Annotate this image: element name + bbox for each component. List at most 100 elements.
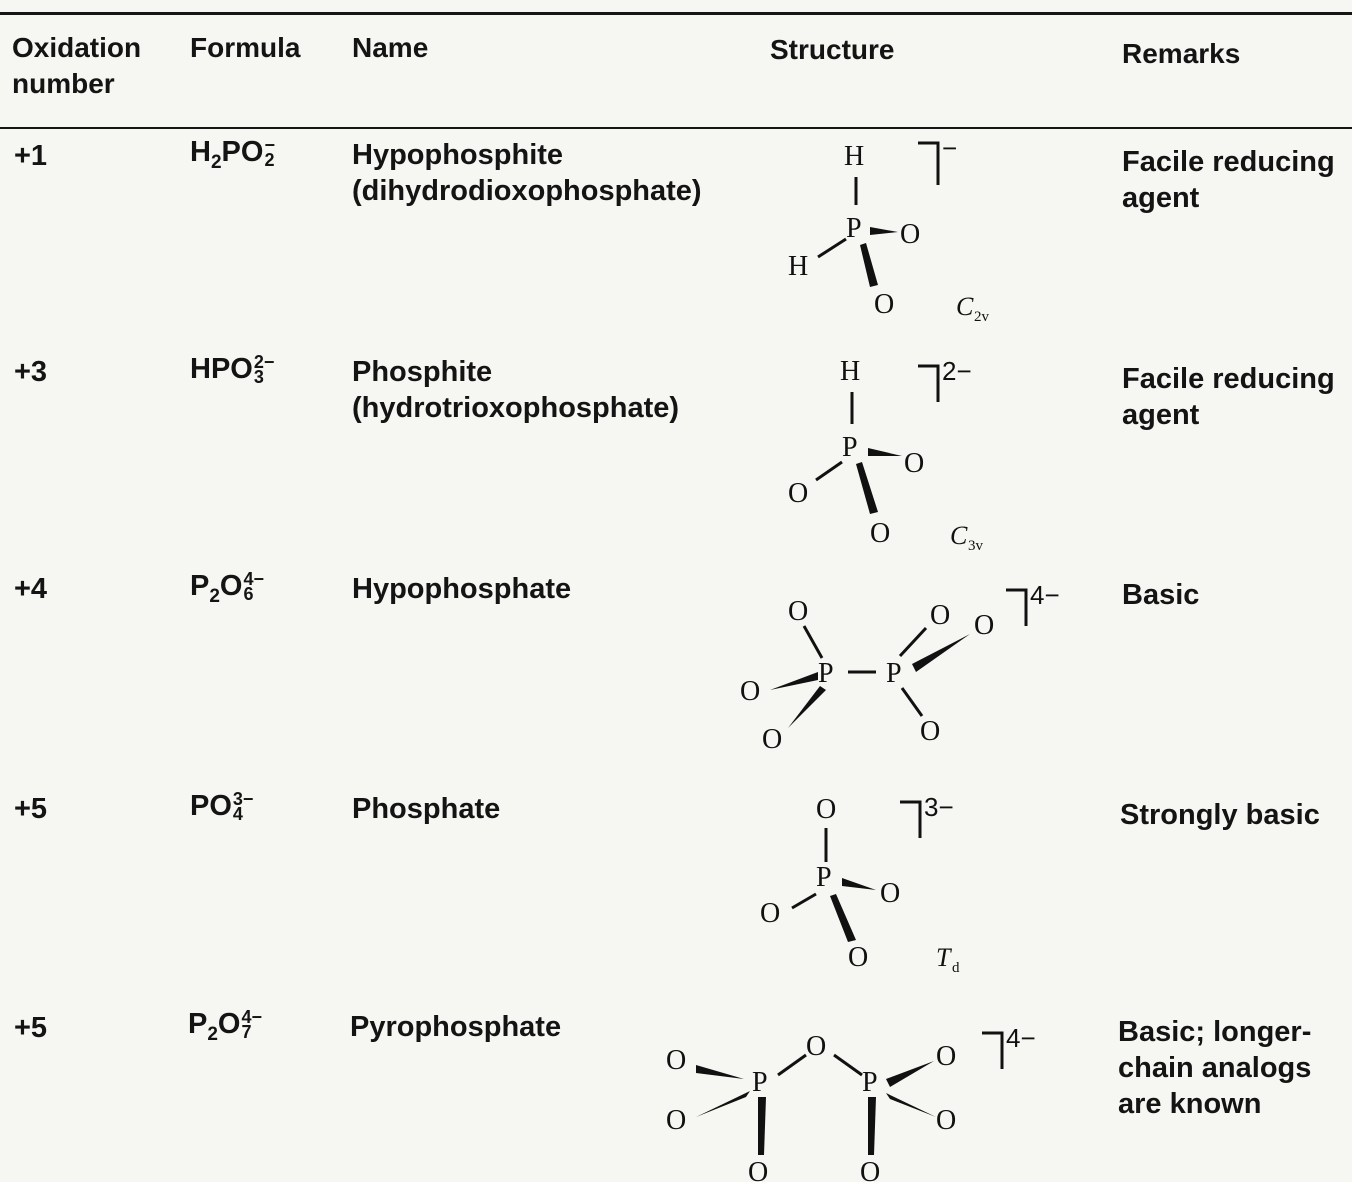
- row1-formula-h: H: [190, 136, 211, 168]
- atom-o: O: [874, 289, 894, 320]
- atom-o: O: [762, 724, 782, 755]
- row2-name-line2: (hydrotrioxophosphate): [352, 392, 680, 424]
- header-remarks: Remarks: [1122, 38, 1241, 69]
- atom-p: P: [842, 432, 858, 463]
- ion-charge: 2−: [942, 356, 972, 386]
- row5-remark-line3: are known: [1118, 1088, 1262, 1120]
- atom-o: O: [788, 478, 808, 509]
- bond: [791, 892, 817, 910]
- atom-o: O: [936, 1105, 956, 1136]
- atom-o: O: [748, 1157, 768, 1182]
- point-group-symbol: T: [936, 943, 952, 972]
- row5-oxidation: +5: [14, 1012, 48, 1044]
- atom-o: O: [930, 600, 950, 631]
- atom-o: O: [880, 878, 900, 909]
- row1-formula-supsub: −2: [264, 135, 275, 171]
- atom-o: O: [806, 1031, 826, 1062]
- row5-formula-supsub: 4−7: [241, 1008, 262, 1043]
- row5-formula-sub1: 2: [207, 1023, 218, 1045]
- atom-o: O: [666, 1105, 686, 1136]
- atom-h: H: [788, 251, 808, 282]
- header-oxidation-number: Oxidation number: [12, 30, 141, 102]
- wedge-bond: [842, 878, 876, 890]
- header-formula: Formula: [190, 32, 301, 63]
- row3-formula-supsub: 4−6: [243, 570, 264, 605]
- atom-p: P: [862, 1067, 878, 1098]
- row3-formula-sub2: 6: [243, 584, 254, 605]
- row2-name-line1: Phosphite: [352, 356, 493, 388]
- row5-structure-diagram: O P O P O O O O O 4−: [666, 1025, 1036, 1182]
- atom-p: P: [886, 658, 902, 689]
- row3-formula-p: P: [190, 570, 210, 602]
- row5-remark-line2: chain analogs: [1118, 1052, 1312, 1084]
- row5-name: Pyrophosphate: [350, 1011, 562, 1043]
- wedge-bond: [868, 1097, 876, 1155]
- atom-o: O: [848, 942, 868, 973]
- row2-formula-hpo: HPO: [190, 353, 253, 385]
- point-group-symbol: C: [956, 292, 974, 321]
- wedge-bond: [870, 227, 898, 235]
- header-oxidation-line2: number: [12, 68, 115, 99]
- bracket: [1006, 588, 1028, 626]
- row1-remarks: Facile reducing agent: [1122, 144, 1335, 216]
- row3-remark-line1: Basic: [1122, 579, 1200, 611]
- atom-o: O: [904, 448, 924, 479]
- table-top-rule: [0, 12, 1352, 15]
- bond: [833, 1053, 863, 1077]
- row1-formula: H2PO−2: [190, 136, 275, 174]
- row1-name-line1: Hypophosphite: [352, 139, 564, 171]
- point-group-symbol: C: [950, 521, 968, 550]
- bracket: [918, 364, 940, 402]
- row3-formula-o: O: [219, 570, 243, 602]
- row2-remark-line2: agent: [1122, 399, 1200, 431]
- row1-remark-line2: agent: [1122, 182, 1200, 214]
- header-structure: Structure: [770, 34, 895, 65]
- atom-p: P: [818, 658, 834, 689]
- atom-o: O: [740, 676, 760, 707]
- row2-formula-charge: 2−: [253, 352, 275, 373]
- point-group-subscript: d: [952, 960, 960, 976]
- atom-o: O: [870, 518, 890, 549]
- row1-formula-po: PO: [221, 136, 264, 168]
- row2-name: Phosphite (hydrotrioxophosphate): [352, 354, 679, 426]
- row5-formula-sub2: 7: [241, 1022, 252, 1043]
- row4-formula-charge: 3−: [232, 789, 254, 810]
- row1-formula-sub2: 2: [264, 150, 275, 171]
- row3-remarks: Basic: [1122, 577, 1199, 613]
- bond: [900, 687, 924, 717]
- atom-o: O: [788, 596, 808, 627]
- row3-oxidation: +4: [14, 573, 48, 605]
- row2-formula-sub: 3: [253, 367, 264, 388]
- row2-structure-diagram: H P O O O 2− C 3v: [788, 356, 984, 552]
- row5-formula-p: P: [188, 1008, 208, 1040]
- row4-remarks: Strongly basic: [1120, 797, 1320, 833]
- atom-h: H: [840, 356, 860, 387]
- row2-remark-line1: Facile reducing: [1122, 363, 1335, 395]
- row4-structure-diagram: O P O O O 3− T d: [760, 792, 960, 976]
- row5-remark-line1: Basic; longer-: [1118, 1016, 1312, 1048]
- ion-charge: 3−: [924, 792, 954, 822]
- atom-o: O: [900, 219, 920, 250]
- row2-remarks: Facile reducing agent: [1122, 361, 1335, 433]
- row1-formula-sub1: 2: [210, 151, 222, 173]
- row1-formula-charge: −: [264, 135, 275, 156]
- point-group-subscript: 3v: [968, 538, 984, 552]
- atom-o: O: [974, 610, 994, 641]
- row1-oxidation: +1: [14, 140, 48, 172]
- atom-p: P: [816, 862, 832, 893]
- wedge-bond: [886, 1093, 936, 1117]
- row3-name: Hypophosphate: [352, 573, 572, 605]
- atom-o: O: [860, 1157, 880, 1182]
- bond: [815, 460, 843, 482]
- atom-p: P: [752, 1067, 768, 1098]
- wedge-bond: [788, 686, 826, 728]
- wedge-bond: [770, 672, 818, 690]
- ion-charge: −: [942, 135, 957, 163]
- atom-o: O: [760, 898, 780, 929]
- wedge-bond: [758, 1097, 766, 1155]
- ion-charge: 4−: [1006, 1025, 1036, 1053]
- header-oxidation-line1: Oxidation: [12, 32, 142, 63]
- wedge-bond: [696, 1091, 750, 1117]
- bond: [898, 626, 928, 658]
